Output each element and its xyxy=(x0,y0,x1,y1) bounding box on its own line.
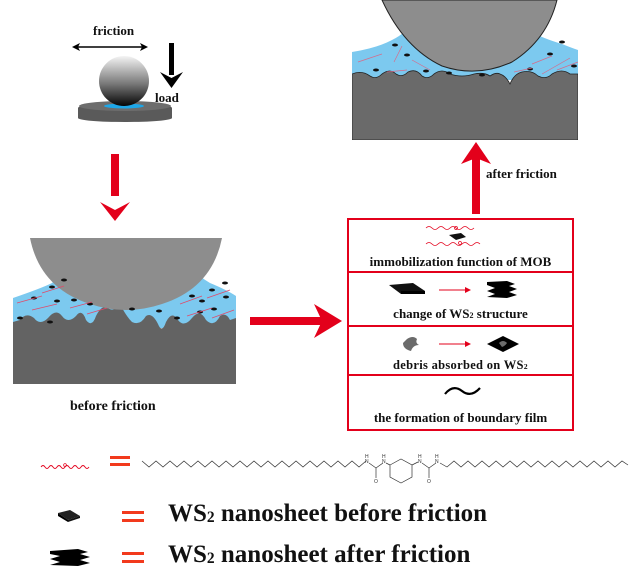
box-label-boundary-film: the formation of boundary film xyxy=(373,410,548,425)
legend-row-ws2-before: WS2 nanosheet before friction xyxy=(30,498,630,534)
mob-molecules xyxy=(357,45,578,75)
debris-absorption-icon xyxy=(403,336,519,352)
friction-double-arrow xyxy=(72,43,148,51)
before-friction-panel xyxy=(13,238,236,384)
atom-label: O xyxy=(427,479,431,485)
up-arrow-icon xyxy=(461,142,491,214)
atom-label: N xyxy=(382,459,386,465)
ball-section xyxy=(381,0,558,72)
after-friction-panel xyxy=(352,0,578,140)
ws2-nanosheet-before-icon xyxy=(58,510,80,522)
load-label: load xyxy=(155,90,179,105)
legend-label-ws2-before: WS2 nanosheet before friction xyxy=(168,500,488,527)
nanosheet-change-icon xyxy=(389,281,517,298)
atom-label: N xyxy=(365,459,369,465)
atom-label: N xyxy=(435,459,439,465)
atom-label: O xyxy=(374,479,378,485)
mob-molecule-wave-icon xyxy=(40,463,90,469)
smooth-substrate xyxy=(352,70,578,140)
ball-on-disc-illustration xyxy=(72,43,183,122)
box-label-ws2-structure: change of WS2 structure xyxy=(393,306,528,321)
ws2-particles xyxy=(17,278,229,324)
ws2-nanosheet-after-icon xyxy=(50,549,90,566)
right-arrow-icon xyxy=(250,304,342,338)
mechanism-box-immobilization: immobilization function of MOB xyxy=(347,218,574,273)
ws2-particles xyxy=(373,40,577,77)
mob-molecules xyxy=(16,285,235,319)
before-friction-caption: before friction xyxy=(70,399,156,414)
mechanism-box-boundary-film: the formation of boundary film xyxy=(347,374,574,431)
mob-immobilized-nanosheet-icon xyxy=(425,226,481,246)
ball-on-disc-schematic: friction load xyxy=(60,20,200,130)
mob-chemical-structure: H N O H N H N O H N xyxy=(141,454,629,485)
after-friction-caption: after friction xyxy=(486,166,557,181)
legend-label-ws2-after: WS2 nanosheet after friction xyxy=(168,541,471,568)
box-label-debris: debris absorbed on WS2 xyxy=(393,358,528,372)
legend-row-mob: H N O H N H N O H N xyxy=(30,446,630,486)
benzene-ring xyxy=(389,458,413,484)
atom-label: N xyxy=(418,459,422,465)
atom-label: H xyxy=(365,454,369,460)
rough-substrate xyxy=(13,304,236,384)
friction-label: friction xyxy=(93,23,135,38)
tilde-film-icon xyxy=(444,387,481,395)
down-arrow-icon xyxy=(100,154,130,221)
mechanism-box-ws2-structure: change of WS2 structure xyxy=(347,271,574,327)
mechanism-box-debris: debris absorbed on WS2 xyxy=(347,325,574,376)
box-label-immobilization: immobilization function of MOB xyxy=(369,254,552,269)
steel-ball xyxy=(99,56,149,106)
legend-row-ws2-after: WS2 nanosheet after friction xyxy=(30,540,630,576)
ball-section xyxy=(30,238,222,310)
atom-label: H xyxy=(435,454,439,460)
equals-sign xyxy=(122,511,144,523)
load-arrow xyxy=(160,43,183,88)
atom-label: H xyxy=(418,454,422,460)
atom-label: H xyxy=(382,454,386,460)
equals-sign xyxy=(110,456,130,468)
equals-sign xyxy=(122,552,144,564)
